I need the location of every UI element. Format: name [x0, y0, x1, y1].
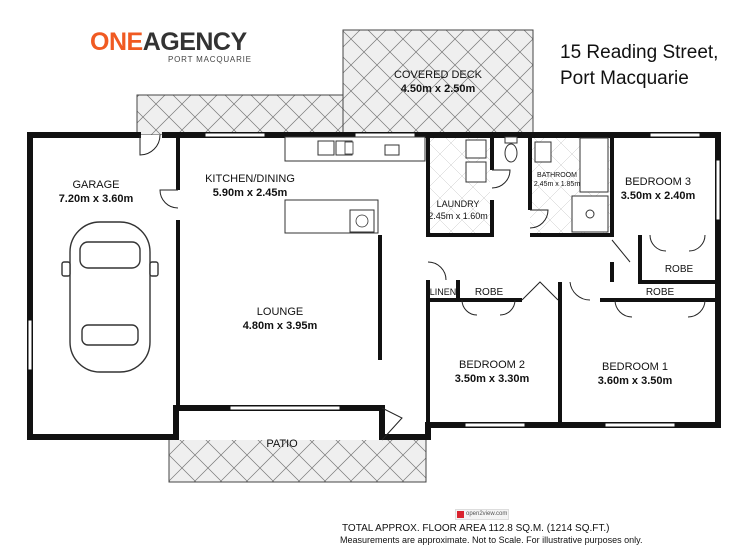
car-rear-window — [81, 324, 139, 346]
kitchen-fixtures — [284, 136, 426, 234]
sink-tap — [344, 141, 354, 155]
shower-drain — [585, 209, 595, 219]
door-linen — [427, 261, 447, 281]
wet-area-fixtures — [465, 136, 609, 233]
robe3-label: ROBE — [665, 264, 694, 275]
kitchen-bench — [284, 136, 426, 162]
bedroom3-label: BEDROOM 3 — [625, 176, 691, 188]
bedroom2-dims: 3.50m x 3.30m — [455, 373, 530, 385]
lounge-label: LOUNGE — [257, 306, 303, 318]
door-laundry — [491, 169, 511, 189]
cooktop — [349, 209, 375, 233]
bed3-robe-wall — [638, 235, 718, 284]
toilet-bowl — [504, 143, 518, 163]
address-line-1: 15 Reading Street, — [560, 42, 719, 63]
robe2-label: ROBE — [475, 287, 504, 298]
window-south-bed1 — [604, 422, 676, 428]
total-floor-area: TOTAL APPROX. FLOOR AREA 112.8 SQ.M. (12… — [342, 523, 610, 534]
door-bed2 — [521, 281, 559, 301]
car-windscreen — [79, 241, 141, 269]
bedroom2-label: BEDROOM 2 — [459, 359, 525, 371]
outer-wall-south-lounge — [379, 422, 431, 440]
windows — [27, 132, 721, 428]
logo-wordmark: ONEAGENCY — [90, 28, 247, 57]
door-robe2 — [461, 299, 516, 316]
cooktop-burner — [355, 214, 369, 228]
badge-label: open2view.com — [466, 511, 508, 517]
address-line-2: Port Macquarie — [560, 68, 689, 89]
garage-dims: 7.20m x 3.60m — [59, 193, 134, 205]
bathroom-dims: 2.45m x 1.85m — [534, 181, 580, 188]
bath-wall-south — [530, 135, 614, 237]
door-robe3 — [649, 234, 706, 252]
door-front — [381, 407, 403, 441]
window-south-bed2 — [464, 422, 526, 428]
window-east-bed3 — [715, 159, 721, 221]
one-agency-logo: ONEAGENCY PORT MACQUARIE — [90, 28, 270, 78]
kitchen-dims: 5.90m x 2.45m — [213, 187, 288, 199]
garage-label: GARAGE — [72, 179, 119, 191]
door-bed1 — [569, 281, 591, 301]
window-south-patio — [229, 405, 341, 411]
car-mirror-left — [61, 261, 71, 277]
measurement-disclaimer: Measurements are approximate. Not to Sca… — [340, 535, 643, 545]
robe1-label: ROBE — [646, 287, 675, 298]
laundry-machine — [465, 161, 487, 183]
rear-deck-area — [136, 94, 344, 136]
window-north-bed3 — [649, 132, 701, 138]
logo-subtitle: PORT MACQUARIE — [168, 55, 252, 64]
lounge-dims: 4.80m x 3.95m — [243, 320, 318, 332]
logo-one-text: ONE — [90, 28, 143, 56]
window-north-deck — [354, 132, 416, 138]
laundry-label: LAUNDRY — [437, 199, 480, 209]
car-icon — [61, 221, 159, 373]
door-robe1 — [614, 299, 706, 318]
patio-label: PATIO — [266, 438, 298, 450]
open2view-badge: open2view.com — [455, 509, 509, 520]
covered-deck-label: COVERED DECK — [394, 69, 483, 81]
basin — [534, 141, 552, 163]
door-garage-rear — [139, 134, 161, 156]
bathroom-label: BATHROOM — [537, 172, 577, 179]
kitchen-laundry-wall — [426, 135, 494, 237]
toilet-cistern — [504, 136, 518, 144]
microwave — [384, 144, 400, 156]
bedroom1-dims: 3.60m x 3.50m — [598, 375, 673, 387]
covered-deck-dims: 4.50m x 2.50m — [401, 83, 476, 95]
laundry-dims: 2.45m x 1.60m — [428, 211, 488, 221]
door-bathroom — [529, 209, 549, 229]
linen-label: LINEN — [430, 287, 457, 297]
bathtub — [579, 137, 609, 193]
window-north-kitchen — [204, 132, 266, 138]
sink-left — [317, 140, 335, 156]
property-address: 15 Reading Street, Port Macquarie — [560, 40, 718, 92]
logo-agency-text: AGENCY — [142, 28, 247, 56]
kitchen-label: KITCHEN/DINING — [205, 173, 295, 185]
car-mirror-right — [149, 261, 159, 277]
open2view-icon — [457, 511, 464, 518]
laundry-tub — [465, 139, 487, 159]
interior-walls — [176, 135, 718, 425]
bedroom1-label: BEDROOM 1 — [602, 361, 668, 373]
doors — [139, 134, 706, 441]
window-west-garage — [27, 319, 33, 371]
door-bed3 — [611, 239, 631, 263]
bedroom3-dims: 3.50m x 2.40m — [621, 190, 696, 202]
door-garage-side — [159, 189, 179, 209]
